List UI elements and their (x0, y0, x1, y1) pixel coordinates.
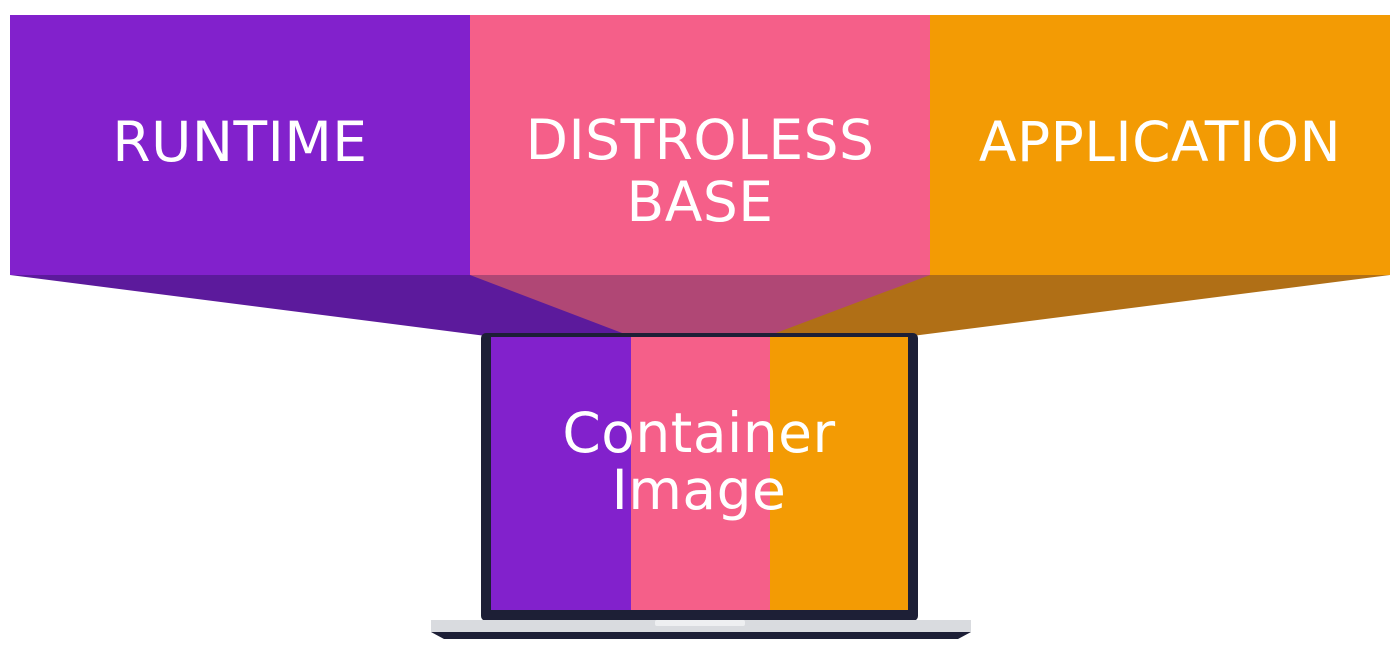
screen-distroless-band (631, 337, 771, 610)
screen-runtime-band (491, 337, 632, 610)
distroless-base-funnel (470, 275, 931, 336)
application-label: APPLICATION (978, 110, 1342, 174)
distroless-base-label: DISTROLESS BASE (525, 108, 875, 234)
screen-application-band (770, 337, 908, 610)
application-block (930, 15, 1390, 275)
laptop-base-notch (655, 620, 745, 626)
runtime-funnel (10, 275, 632, 336)
runtime-label: RUNTIME (112, 110, 368, 174)
laptop-base-bottom (431, 632, 971, 639)
runtime-block (10, 15, 471, 275)
container-image-label: Container Image (562, 401, 836, 523)
application-funnel (768, 275, 1390, 336)
laptop-icon (431, 333, 971, 639)
distroless-base-block (470, 15, 931, 275)
